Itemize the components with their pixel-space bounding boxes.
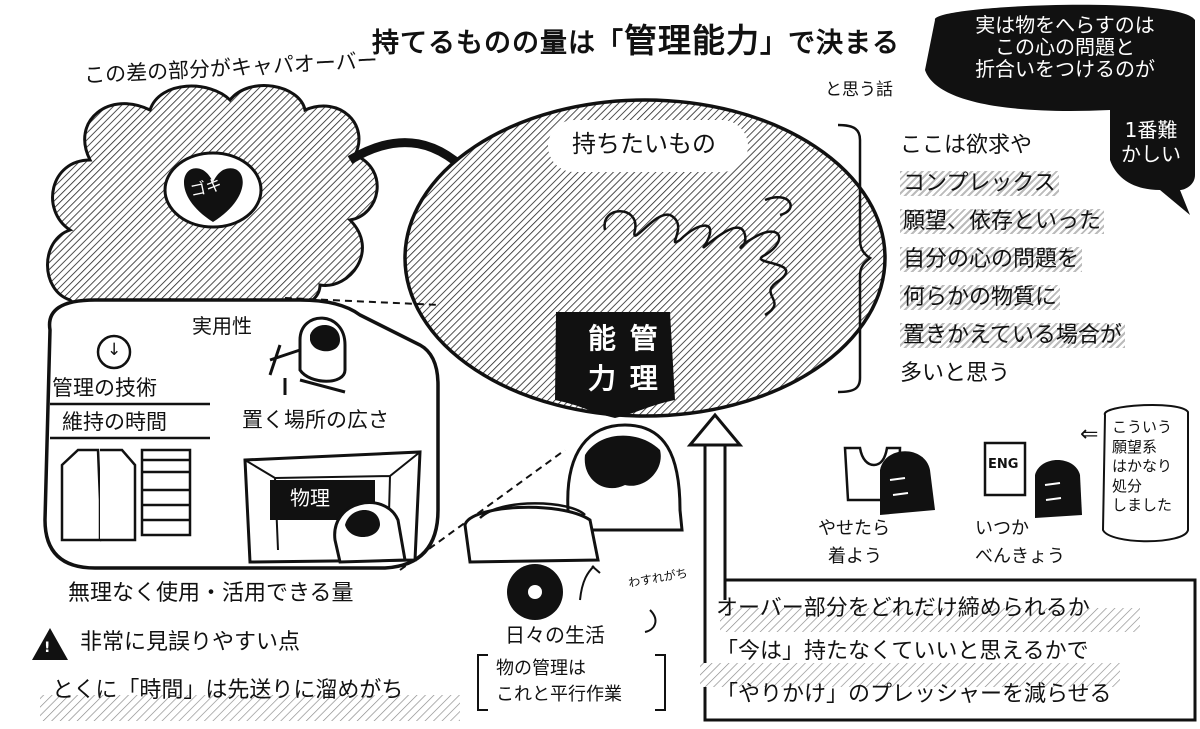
note-arrow: ⇐ bbox=[1080, 422, 1099, 447]
misjudge-warning: 非常に見誤りやすい点 bbox=[80, 630, 301, 655]
desire-note-line: はかなり bbox=[1112, 457, 1173, 475]
right-text-line: ここは欲求や bbox=[900, 133, 1033, 158]
time-note-post: は先送りに溜めがち bbox=[205, 678, 404, 703]
right-text-line: 多いと思う bbox=[900, 361, 1011, 386]
scribble-loops bbox=[603, 210, 788, 317]
bubble-line: この心の問題と bbox=[995, 35, 1135, 59]
daily-note-2: これと平行作業 bbox=[496, 684, 622, 705]
bubble-line: 折合いをつけるのが bbox=[975, 57, 1155, 81]
time-note: とくに「時間」は先送りに溜めがち bbox=[52, 680, 403, 702]
up-arrow bbox=[703, 440, 727, 600]
time-note-pre: とくに bbox=[52, 678, 118, 703]
want-ellipse bbox=[403, 98, 887, 418]
speech-bubble bbox=[925, 4, 1195, 216]
warning-icon: ! bbox=[44, 640, 51, 656]
box-label: 物理 bbox=[290, 486, 330, 510]
overflow-conclusion-1: オーバー部分をどれだけ締められるか bbox=[716, 596, 1090, 621]
book-label: ENG bbox=[988, 457, 1019, 472]
usable-amount: 無理なく使用・活用できる量 bbox=[68, 581, 354, 606]
speech-bubble-text: 実は物をへらすのは この心の問題と 折合いをつけるのが bbox=[960, 14, 1170, 80]
panel-icon-char: ↓ bbox=[107, 340, 122, 360]
page-title: 持てるものの量は「管理能力」で決まる bbox=[372, 24, 900, 57]
speech-bubble-tail-text: 1番難 かしい bbox=[1115, 118, 1187, 166]
want-label: 持ちたいもの bbox=[572, 130, 716, 158]
overflow-conclusion-3: 「やりかけ」のプレッシャーを減らせる bbox=[716, 682, 1112, 707]
title-post: で決まる bbox=[788, 28, 900, 59]
basket bbox=[463, 505, 600, 564]
folded-clothes bbox=[140, 448, 192, 537]
right-bracket bbox=[837, 123, 873, 394]
title-bracket-close: 」 bbox=[760, 28, 788, 59]
desire-note: こういう 願望系 はかなり 処分 しました bbox=[1112, 418, 1172, 516]
desire-2-line-1: いつか bbox=[975, 518, 1029, 539]
book-icon bbox=[983, 441, 1027, 497]
title-bracket-open: 「 bbox=[596, 28, 624, 59]
skills-label: 管理の技術 bbox=[52, 376, 157, 400]
right-explanation: ここは欲求や コンプレックス 願望、依存といった 自分の心の問題を 何らかの物質… bbox=[900, 132, 1125, 398]
desire-figure-2 bbox=[1035, 460, 1082, 518]
desire-note-line: こういう bbox=[1112, 418, 1173, 436]
overflow-conclusion-2: 「今は」持たなくていいと思えるかで bbox=[716, 639, 1089, 664]
coat-drawing bbox=[60, 448, 102, 542]
management-box bbox=[555, 312, 675, 418]
right-text-line: 何らかの物質に bbox=[900, 285, 1061, 310]
note-bubble bbox=[1101, 404, 1189, 543]
desire-2-line-2: べんきょう bbox=[975, 546, 1065, 567]
desire-figure-1 bbox=[880, 451, 935, 515]
side-note: と思う話 bbox=[825, 80, 893, 100]
management-line-1: 能 管 bbox=[588, 322, 660, 355]
desire-note-line: 処分 bbox=[1112, 476, 1143, 495]
bottom-right-frame bbox=[703, 578, 1197, 722]
right-text-line: 置きかえている場合が bbox=[900, 323, 1125, 348]
space-label: 置く場所の広さ bbox=[242, 408, 389, 432]
warning-triangle bbox=[32, 628, 68, 660]
right-text-line: 自分の心の問題を bbox=[900, 247, 1083, 272]
management-line-2: 力 理 bbox=[588, 362, 660, 395]
desire-1-line-2: 着よう bbox=[828, 546, 882, 567]
desire-note-line: しました bbox=[1112, 496, 1173, 514]
title-keyword: 管理能力 bbox=[624, 21, 760, 60]
bubble-line: 1番難 bbox=[1124, 118, 1178, 142]
bubble-line: かしい bbox=[1121, 142, 1181, 166]
bubble-line: 実は物をへらすのは bbox=[975, 13, 1155, 37]
desire-1-line-1: やせたら bbox=[818, 518, 890, 539]
title-pre: 持てるものの量は bbox=[372, 28, 596, 59]
right-text-line: コンプレックス bbox=[900, 171, 1059, 196]
right-text-line: 願望、依存といった bbox=[900, 209, 1105, 234]
daily-note-1: 物の管理は bbox=[496, 658, 586, 679]
practicality-label: 実用性 bbox=[192, 314, 252, 338]
daily-label: 日々の生活 bbox=[505, 623, 605, 647]
time-label: 維持の時間 bbox=[62, 410, 167, 434]
time-note-word: 「時間」 bbox=[117, 678, 206, 703]
desire-note-line: 願望系 bbox=[1112, 437, 1158, 456]
heart-icon bbox=[183, 168, 243, 222]
